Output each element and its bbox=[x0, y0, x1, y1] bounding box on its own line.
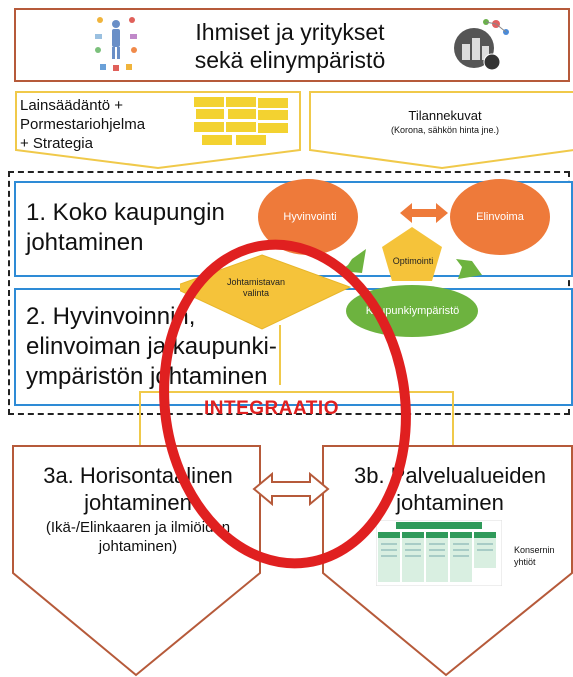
palvelualueet-org-chart-icon bbox=[376, 520, 502, 586]
input-left-line2: Pormestariohjelma bbox=[20, 116, 146, 133]
konserni-text: Konsernin yhtiöt bbox=[514, 544, 555, 568]
banner-title-line1: Ihmiset ja yritykset bbox=[195, 19, 385, 45]
level2-line1: 2. Hyvinvoinnin, bbox=[26, 303, 196, 330]
bottom-left-line1: 3a. Horisontaalinen bbox=[43, 463, 233, 488]
bottom-left-sub2: johtaminen) bbox=[98, 538, 178, 555]
integration-ellipse bbox=[159, 239, 411, 569]
diamond-label: Johtamistavan valinta bbox=[216, 277, 296, 299]
input-left-text: Lainsäädäntö + Pormestariohjelma + Strat… bbox=[20, 96, 145, 153]
central-diagram bbox=[180, 179, 550, 385]
bottom-left-sub1: (Ikä-/Elinkaaren ja ilmiöiden bbox=[45, 519, 231, 536]
integraatio-label: INTEGRAATIO bbox=[204, 398, 339, 419]
horizontal-double-arrow bbox=[252, 472, 330, 506]
optimointi-label: Optimointi bbox=[392, 256, 434, 266]
bottom-right-line2: johtaminen bbox=[396, 490, 504, 515]
elinvoima-ellipse bbox=[450, 179, 550, 255]
green-arrow-right bbox=[456, 259, 482, 279]
input-left-line1: Lainsäädäntö + bbox=[20, 97, 124, 114]
level1-line2: johtaminen bbox=[26, 229, 144, 256]
input-right-text: Tilannekuvat (Korona, sähkön hinta jne.) bbox=[350, 108, 540, 135]
sticky-notes-icon bbox=[192, 95, 290, 147]
hyvinvointi-label: Hyvinvointi bbox=[283, 211, 337, 223]
bottom-right-text: 3b. Palvelualueiden johtaminen bbox=[330, 462, 570, 516]
city-network-icon bbox=[454, 19, 509, 71]
input-left-line3: + Strategia bbox=[20, 135, 93, 152]
people-icon bbox=[95, 17, 137, 71]
input-box-right bbox=[309, 91, 573, 170]
banner-title-line2: sekä elinympäristö bbox=[194, 47, 386, 73]
bottom-left-text: 3a. Horisontaalinen johtaminen (Ikä-/Eli… bbox=[20, 462, 256, 556]
level2-line2: elinvoiman ja kaupunki- bbox=[26, 333, 277, 360]
elinvoima-label: Elinvoima bbox=[476, 211, 524, 223]
level1-text: 1. Koko kaupungin johtaminen bbox=[26, 198, 225, 258]
optimointi-pentagon bbox=[382, 227, 442, 281]
konserni-line1: Konsernin bbox=[514, 545, 555, 555]
level1-line1: 1. Koko kaupungin bbox=[26, 199, 225, 226]
input-right-title: Tilannekuvat bbox=[408, 108, 482, 123]
orange-double-arrow bbox=[400, 203, 448, 223]
konserni-line2: yhtiöt bbox=[514, 557, 536, 567]
level2-text: 2. Hyvinvoinnin, elinvoiman ja kaupunki-… bbox=[26, 302, 277, 392]
input-right-sub: (Korona, sähkön hinta jne.) bbox=[390, 125, 500, 135]
banner-title: Ihmiset ja yritykset sekä elinympäristö bbox=[170, 18, 410, 74]
bottom-right-line1: 3b. Palvelualueiden bbox=[353, 463, 547, 488]
green-arrow-left bbox=[340, 249, 366, 273]
kaupunkiymparisto-label: Kaupunkiympäristö bbox=[365, 305, 460, 317]
hyvinvointi-ellipse bbox=[258, 179, 358, 255]
diamond-line1: Johtamistavan bbox=[226, 277, 286, 287]
level2-line3: ympäristön johtaminen bbox=[26, 363, 268, 390]
bottom-left-line2: johtaminen bbox=[84, 490, 192, 515]
diamond-line2: valinta bbox=[242, 288, 269, 298]
